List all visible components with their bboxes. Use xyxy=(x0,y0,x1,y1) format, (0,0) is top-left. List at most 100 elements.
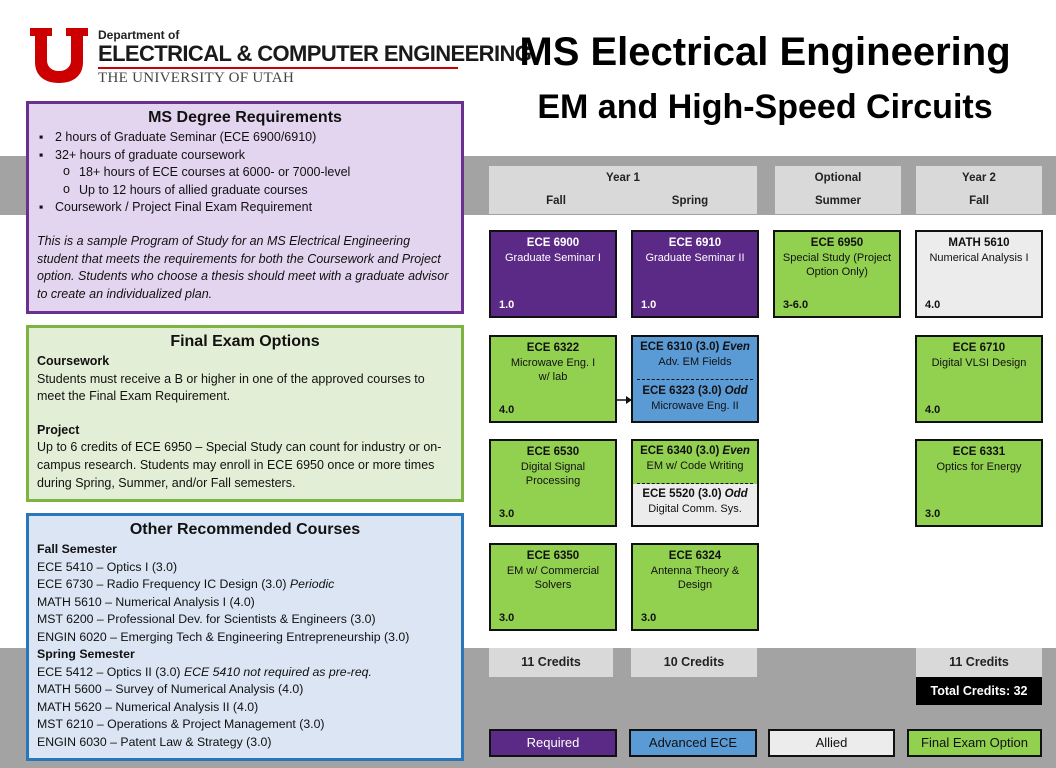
course-name: Microwave Eng. I w/ lab xyxy=(510,356,596,384)
list-item-label: 32+ hours of graduate coursework xyxy=(55,147,246,162)
course-slot-even: ECE 6310 (3.0) Even Adv. EM Fields xyxy=(633,337,757,380)
logo-university-name: THE UNIVERSITY OF UTAH xyxy=(98,70,295,86)
list-item: ECE 5412 – Optics II (3.0) ECE 5410 not … xyxy=(37,664,453,682)
logo-department-label: Department of xyxy=(98,28,180,42)
course-card-ece-6331: ECE 6331 Optics for Energy 3.0 xyxy=(915,439,1043,527)
sub-list: 18+ hours of ECE courses at 6000- or 700… xyxy=(55,163,453,199)
fall-label: Fall xyxy=(546,195,566,207)
course-slot-odd: ECE 5520 (3.0) Odd Digital Comm. Sys. xyxy=(633,484,757,525)
course-code: MATH 5610 xyxy=(948,237,1010,249)
spring-label: Spring xyxy=(671,195,709,207)
course-name: Digital VLSI Design xyxy=(931,356,1027,369)
course-name: Graduate Seminar II xyxy=(645,251,745,264)
year1-label: Year 1 xyxy=(606,172,640,184)
year1-header: Year 1 Fall Spring xyxy=(489,166,757,214)
sub-list-item: 18+ hours of ECE courses at 6000- or 700… xyxy=(63,163,453,182)
list-item: 2 hours of Graduate Seminar (ECE 6900/69… xyxy=(37,129,453,147)
course-code: ECE 6910 xyxy=(668,237,722,249)
course-credits: 4.0 xyxy=(925,298,941,311)
course-code: ECE 6340 (3.0) xyxy=(640,445,720,457)
legend-final-exam-option: Final Exam Option xyxy=(907,729,1042,757)
course-code: ECE 6900 xyxy=(526,237,580,249)
panel-title: Other Recommended Courses xyxy=(129,521,361,538)
course-code: ECE 6530 xyxy=(526,446,580,458)
legend-advanced-ece: Advanced ECE xyxy=(629,729,757,757)
course-slot-even: ECE 6340 (3.0) Even EM w/ Code Writing xyxy=(633,441,757,484)
requirements-list: 2 hours of Graduate Seminar (ECE 6900/69… xyxy=(37,129,453,217)
final-exam-panel: Final Exam Options Coursework Students m… xyxy=(26,325,464,502)
course-name: Optics for Energy xyxy=(936,460,1022,473)
coursework-heading: Coursework xyxy=(37,354,110,368)
legend-allied: Allied xyxy=(768,729,895,757)
page-subtitle: EM and High-Speed Circuits xyxy=(537,88,993,126)
panel-title: Final Exam Options xyxy=(170,333,320,350)
optional-label: Optional xyxy=(814,172,862,184)
course-credits: 3.0 xyxy=(925,507,941,520)
fall-year2-credits: 11 Credits xyxy=(916,648,1042,677)
course-credits: 1.0 xyxy=(499,298,515,311)
course-name: Special Study (Project Option Only) xyxy=(782,251,892,279)
prerequisite-arrow-icon xyxy=(617,396,632,404)
list-item: MST 6200 – Professional Dev. for Scienti… xyxy=(37,612,376,626)
block-u-logo-icon xyxy=(30,28,88,83)
course-name: EM w/ Commercial Solvers xyxy=(506,564,600,592)
program-note: This is a sample Program of Study for an… xyxy=(37,233,449,301)
course-term-tag: Even xyxy=(722,341,750,353)
course-code: ECE 6310 (3.0) xyxy=(640,341,720,353)
project-text: Up to 6 credits of ECE 6950 – Special St… xyxy=(37,440,442,490)
list-item: ECE 6730 – Radio Frequency IC Design (3.… xyxy=(37,576,453,594)
list-item: Coursework / Project Final Exam Requirem… xyxy=(37,199,453,217)
legend-required: Required xyxy=(489,729,617,757)
course-card-ece-6710: ECE 6710 Digital VLSI Design 4.0 xyxy=(915,335,1043,423)
course-credits: 4.0 xyxy=(499,403,515,416)
logo-department-name: ELECTRICAL & COMPUTER ENGINEERING xyxy=(98,41,532,66)
course-label: ECE 5412 – Optics II (3.0) xyxy=(37,664,181,679)
course-name: Graduate Seminar I xyxy=(505,251,601,264)
page-title: MS Electrical Engineering xyxy=(519,30,1011,74)
logo-divider xyxy=(98,67,458,69)
course-name: Digital Signal Processing xyxy=(520,460,586,488)
course-term-tag: Even xyxy=(722,445,750,457)
course-code: ECE 5520 (3.0) xyxy=(642,488,722,500)
project-heading: Project xyxy=(37,422,80,437)
list-item: ENGIN 6020 – Emerging Tech & Engineering… xyxy=(37,629,410,644)
list-item: ENGIN 6030 – Patent Law & Strategy (3.0) xyxy=(37,734,272,749)
course-card-ece-6310-6323: ECE 6310 (3.0) Even Adv. EM Fields ECE 6… xyxy=(631,335,759,423)
course-code: ECE 6710 xyxy=(952,342,1006,354)
spring-semester-heading: Spring Semester xyxy=(37,647,135,661)
divider xyxy=(637,379,753,380)
course-code: ECE 6331 xyxy=(952,446,1006,458)
course-code: ECE 6350 xyxy=(526,550,580,562)
course-card-math-5610: MATH 5610 Numerical Analysis I 4.0 xyxy=(915,230,1043,318)
list-item: MATH 5610 – Numerical Analysis I (4.0) xyxy=(37,594,255,609)
course-code: ECE 6950 xyxy=(810,237,864,249)
course-term-tag: Odd xyxy=(724,385,748,397)
course-credits: 3.0 xyxy=(499,507,515,520)
course-card-ece-6900: ECE 6900 Graduate Seminar I 1.0 xyxy=(489,230,617,318)
course-card-ece-6340-5520: ECE 6340 (3.0) Even EM w/ Code Writing E… xyxy=(631,439,759,527)
course-name: Adv. EM Fields xyxy=(658,355,732,368)
course-note: ECE 5410 not required as pre-req. xyxy=(183,664,372,679)
course-code: ECE 6324 xyxy=(668,550,722,562)
course-name: Microwave Eng. II xyxy=(651,399,739,412)
list-item: 32+ hours of graduate coursework 18+ hou… xyxy=(37,147,453,200)
course-card-ece-6350: ECE 6350 EM w/ Commercial Solvers 3.0 xyxy=(489,543,617,631)
fall-year1-credits: 11 Credits xyxy=(489,648,613,677)
list-item: MST 6210 – Operations & Project Manageme… xyxy=(37,717,325,731)
list-item: MATH 5620 – Numerical Analysis II (4.0) xyxy=(37,699,259,714)
course-card-ece-6322: ECE 6322 Microwave Eng. I w/ lab 4.0 xyxy=(489,335,617,423)
course-credits: 3.0 xyxy=(641,611,657,624)
course-name: Digital Comm. Sys. xyxy=(648,502,742,515)
fall-semester-heading: Fall Semester xyxy=(37,542,117,556)
course-name: Numerical Analysis I xyxy=(929,251,1029,264)
course-credits: 3.0 xyxy=(499,611,515,624)
course-code: ECE 6323 (3.0) xyxy=(642,385,722,397)
course-name: Antenna Theory & Design xyxy=(650,564,740,592)
other-courses-panel: Other Recommended Courses Fall Semester … xyxy=(26,513,464,761)
degree-requirements-panel: MS Degree Requirements 2 hours of Gradua… xyxy=(26,101,464,314)
panel-title: MS Degree Requirements xyxy=(148,109,342,126)
course-credits: 4.0 xyxy=(925,403,941,416)
year2-label: Year 2 xyxy=(962,172,996,184)
coursework-text: Students must receive a B or higher in o… xyxy=(37,371,425,404)
divider xyxy=(637,483,753,484)
